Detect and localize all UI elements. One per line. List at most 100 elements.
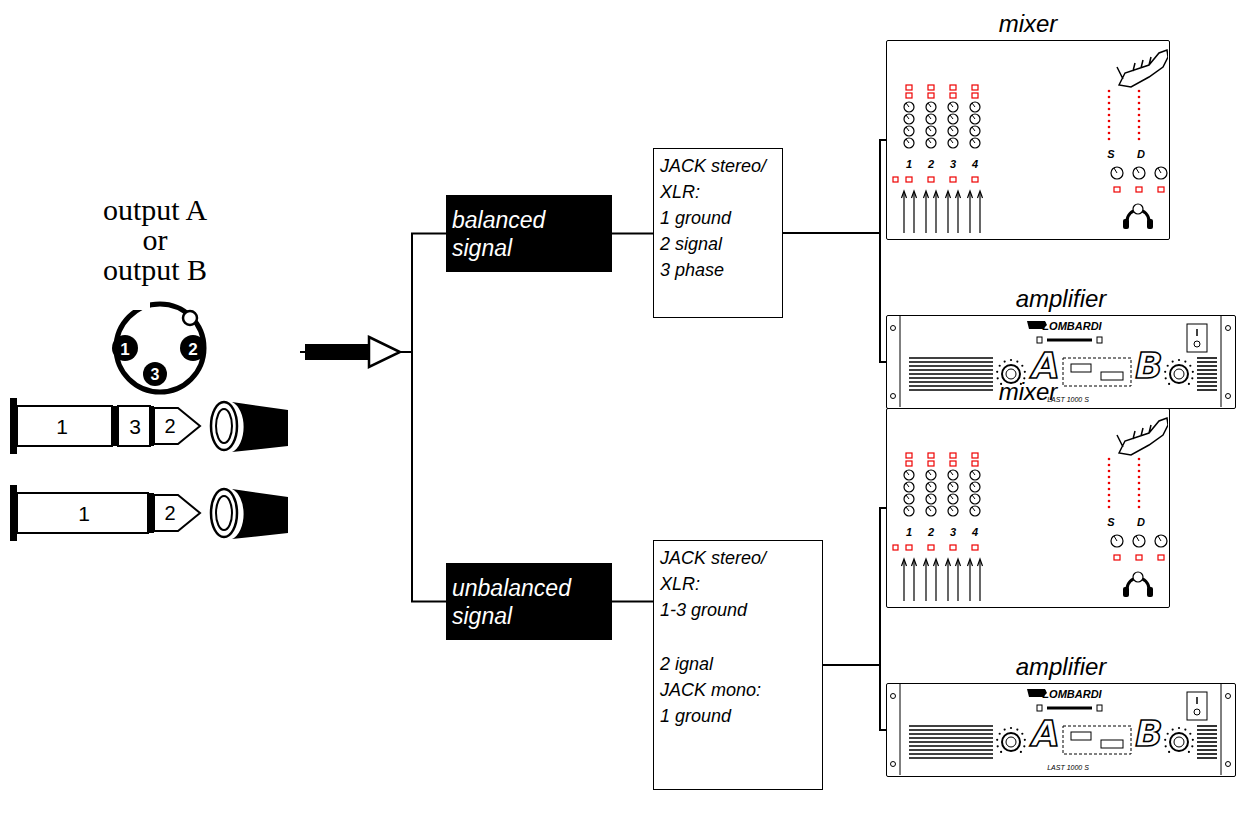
scale-dot xyxy=(1178,359,1180,361)
knob xyxy=(970,102,980,112)
pin-number: 2 xyxy=(188,341,197,358)
node-text: 3 phase xyxy=(660,257,776,283)
socket-ring xyxy=(211,402,237,450)
unit-drawing xyxy=(887,41,1168,238)
meter-dot xyxy=(1138,500,1141,503)
channel-letter: B xyxy=(1135,348,1162,384)
meter-dot xyxy=(1108,120,1111,123)
scale-dot xyxy=(1192,371,1194,373)
meter-dot xyxy=(1108,126,1111,129)
knob-pointer xyxy=(950,483,953,487)
fader-cap xyxy=(912,559,917,566)
fader-cap xyxy=(912,191,917,198)
unit-heading: mixer xyxy=(886,8,1170,40)
gain-knob xyxy=(1170,733,1188,751)
knob-pointer xyxy=(928,495,931,499)
cooling-fin xyxy=(909,357,993,359)
meter-dot xyxy=(1108,494,1111,497)
node-text: JACK stereo/ XLR: xyxy=(660,545,778,597)
knob-pointer xyxy=(1114,168,1117,173)
cooling-fin xyxy=(909,725,993,727)
amplifier-unit: amplifierLOMBARDIABLAST 1000 S xyxy=(886,651,1236,777)
cooling-fin xyxy=(909,365,993,367)
connector-line xyxy=(823,665,886,730)
contact-number: 2 xyxy=(164,416,175,436)
socket-body xyxy=(232,489,288,539)
led xyxy=(972,545,978,550)
cooling-fin xyxy=(1197,381,1217,383)
cooling-fin xyxy=(1197,741,1217,743)
jack-tip xyxy=(154,408,200,444)
amplifier-unit: amplifierLOMBARDIABLAST 1000 S xyxy=(886,283,1236,409)
fader xyxy=(957,560,958,601)
scale-dot xyxy=(1021,365,1023,367)
led xyxy=(1114,187,1120,192)
rack-screw xyxy=(1226,762,1231,767)
xlr-pin xyxy=(180,335,206,361)
led xyxy=(950,453,956,458)
led xyxy=(906,85,912,90)
scale-dot xyxy=(1016,728,1018,730)
cooling-fin xyxy=(909,369,993,371)
meter-dot xyxy=(1108,108,1111,111)
meter-dot xyxy=(1108,90,1111,93)
cooling-fin xyxy=(909,737,993,739)
cooling-fin xyxy=(1197,377,1217,379)
knob-pointer xyxy=(928,139,931,143)
scale-dot xyxy=(1184,728,1186,730)
knob-pointer xyxy=(950,139,953,143)
led xyxy=(906,93,912,98)
panel-marking: 1 xyxy=(906,527,912,538)
power-switch xyxy=(1196,697,1198,704)
fader xyxy=(979,192,980,233)
panel-marking: LAST 1000 S xyxy=(1047,764,1089,771)
led xyxy=(893,177,898,182)
knob-pointer xyxy=(1114,536,1117,541)
trumpet-icon xyxy=(1117,50,1168,87)
knob-pointer xyxy=(1136,168,1139,173)
cooling-fin xyxy=(909,733,993,735)
cooling-fin xyxy=(1197,357,1217,359)
fader-cap xyxy=(924,559,929,566)
input-socket xyxy=(1071,364,1091,372)
socket-ring xyxy=(216,496,232,530)
scale-dot xyxy=(1168,383,1170,385)
knob xyxy=(1155,167,1167,179)
led xyxy=(950,545,956,550)
jack-sleeve xyxy=(17,406,112,446)
fader-cap xyxy=(956,559,961,566)
signal-band: balanced signal xyxy=(446,195,612,272)
fader xyxy=(925,192,926,233)
arrow-shaft xyxy=(305,344,369,360)
pinout-box: JACK stereo/ XLR:1-3 ground2 ignalJACK m… xyxy=(653,540,823,790)
cooling-fin xyxy=(909,381,993,383)
knob xyxy=(1133,535,1145,547)
cooling-fin xyxy=(1197,389,1217,391)
knob-pointer xyxy=(906,115,909,119)
gain-knob-cap xyxy=(1174,369,1184,379)
fader-cap xyxy=(956,191,961,198)
connector-line xyxy=(783,140,886,233)
meter-dot xyxy=(1138,138,1141,141)
knob-pointer xyxy=(972,483,975,487)
connector-line xyxy=(300,234,446,353)
meter-dot xyxy=(1138,464,1141,467)
badge xyxy=(1047,707,1092,710)
contact-number: 3 xyxy=(129,416,141,437)
fader xyxy=(913,192,914,233)
headphone-cup xyxy=(1147,219,1153,229)
knob xyxy=(970,126,980,136)
rack-ear xyxy=(1221,684,1222,775)
rack-screw xyxy=(891,694,896,699)
meter-dot xyxy=(1138,470,1141,473)
cooling-fin xyxy=(909,757,993,759)
scale-dot xyxy=(1024,371,1026,373)
scale-dot xyxy=(1016,360,1018,362)
node-text: 2 ignal xyxy=(660,651,816,677)
rack-screw xyxy=(891,762,896,767)
knob xyxy=(926,102,936,112)
power-switch xyxy=(1194,709,1200,715)
panel-marking: D xyxy=(1137,149,1145,160)
meter-dot xyxy=(1108,464,1111,467)
